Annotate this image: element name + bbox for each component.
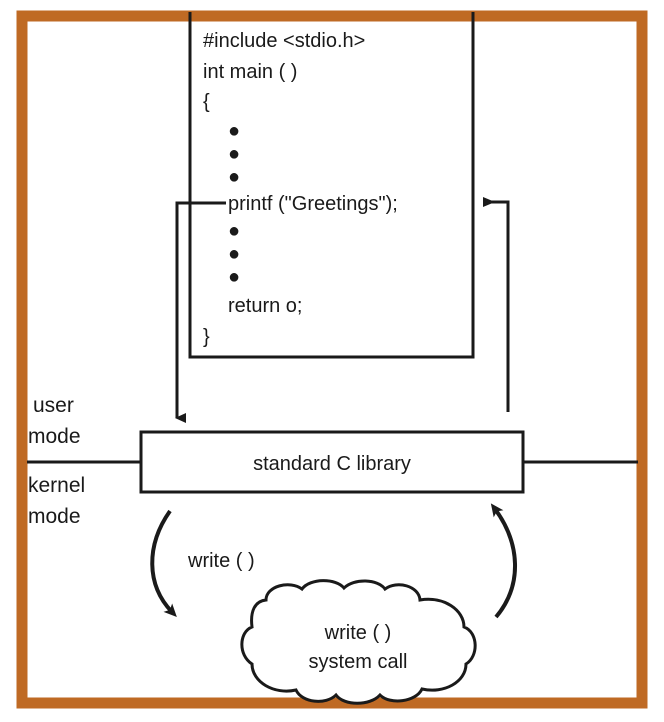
library-return-arrow <box>483 197 510 412</box>
code-line-1: #include <stdio.h> <box>203 30 365 52</box>
code-dot-4: ● <box>228 220 240 242</box>
user-mode-label-line1: user <box>33 394 74 417</box>
standard-c-library-label: standard C library <box>253 453 411 475</box>
kernel-mode-label-line1: kernel <box>28 474 85 497</box>
code-line-2: int main ( ) <box>203 61 297 83</box>
user-mode-label-line2: mode <box>28 425 81 448</box>
cloud-label-line2: system call <box>309 651 408 673</box>
code-line-close-brace: } <box>203 326 210 348</box>
printf-to-library-arrow <box>175 201 226 423</box>
code-dot-6: ● <box>228 266 240 288</box>
standard-c-library-box <box>139 430 525 494</box>
orange-frame <box>16 10 648 709</box>
system-call-cloud <box>240 579 477 705</box>
code-dot-2: ● <box>228 143 240 165</box>
kernel-mode-label-line2: mode <box>28 505 81 528</box>
code-dot-3: ● <box>228 166 240 188</box>
code-line-3: { <box>203 91 210 113</box>
cloud-label-line1: write ( ) <box>324 622 392 644</box>
write-call-curved-arrow <box>150 509 177 618</box>
code-line-return: return o; <box>228 295 302 317</box>
write-return-curved-arrow <box>490 503 517 619</box>
code-line-printf: printf ("Greetings"); <box>228 193 398 215</box>
code-block-border <box>188 12 475 359</box>
code-dot-1: ● <box>228 120 240 142</box>
write-call-label: write ( ) <box>187 550 255 572</box>
code-dot-5: ● <box>228 243 240 265</box>
